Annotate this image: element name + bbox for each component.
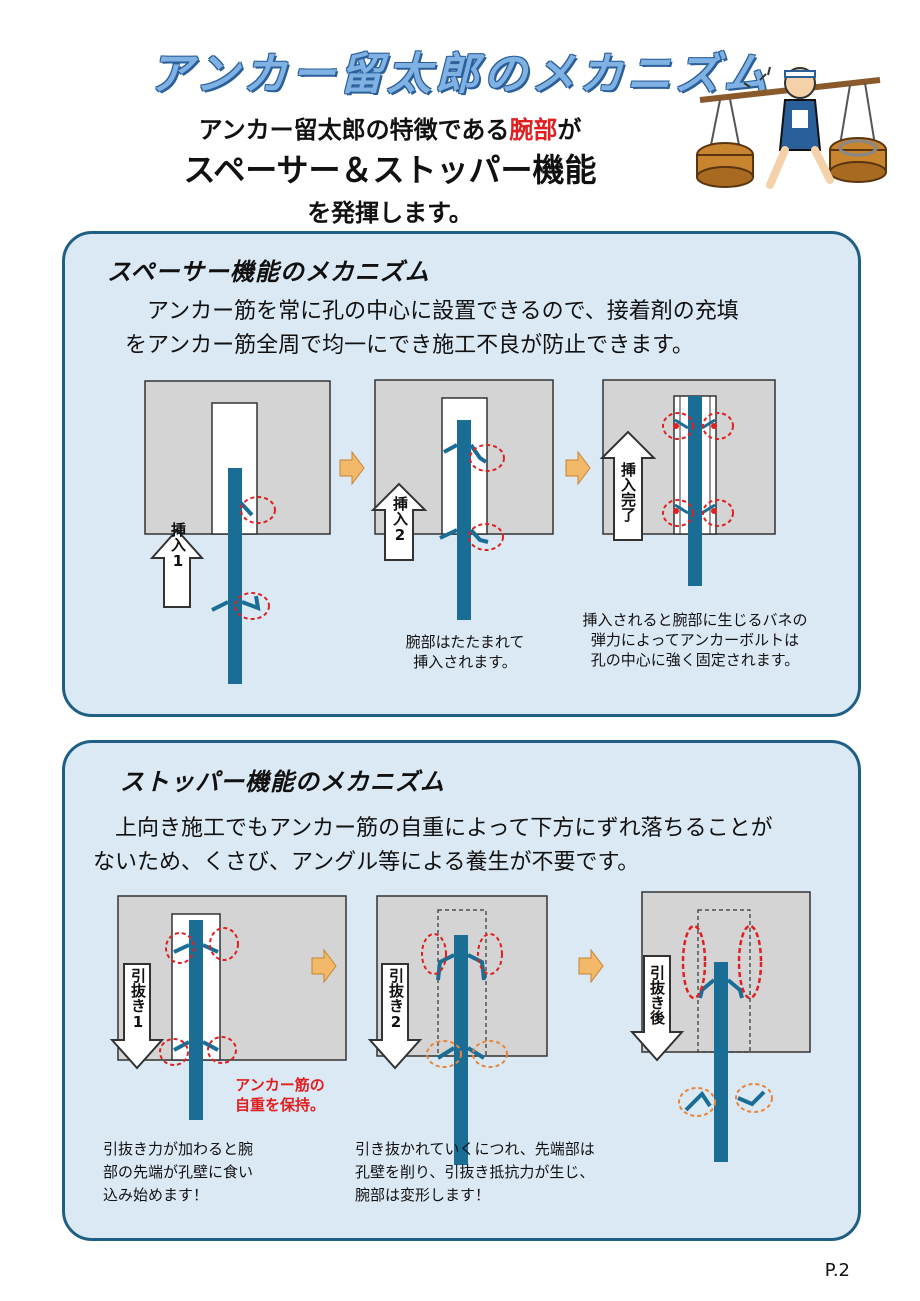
caption-line: 挿入されると腕部に生じるバネの	[582, 611, 808, 629]
page-title: アンカー留太郎のメカニズム	[148, 49, 772, 100]
spacer-desc-line-1: アンカー筋を常に孔の中心に設置できるので、接着剤の充填	[125, 299, 739, 324]
caption-line: 腕部は変形します！	[355, 1186, 491, 1204]
pull-2-label: 引抜き2	[387, 968, 405, 1031]
stopper-description: 上向き施工でもアンカー筋の自重によって下方にずれ落ちることが ないため、くさび、…	[93, 812, 773, 880]
insert-1-label: 挿入1	[169, 522, 187, 570]
note-line: アンカー筋の	[235, 1076, 325, 1094]
caption-line: 孔の中心に強く固定されます。	[590, 651, 800, 669]
stopper-step-1	[109, 895, 347, 1120]
subtitle-line-3: を発揮します。	[307, 199, 473, 227]
subtitle-line-2: スペーサー＆ストッパー機能	[183, 151, 597, 189]
spacer-diagram	[144, 379, 776, 684]
mascot-illustration	[696, 66, 887, 189]
caption-line: 引き抜かれていくにつれ、先端部は	[355, 1140, 595, 1158]
subtitle-line-1: アンカー留太郎の特徴である腕部が	[0, 110, 780, 145]
stopper-caption-2: 引き抜かれていくにつれ、先端部は 孔壁を削り、引抜き抵抗力が生じ、 腕部は変形し…	[355, 1138, 655, 1207]
spacer-description: アンカー筋を常に孔の中心に設置できるので、接着剤の充填 をアンカー筋全周で均一に…	[125, 295, 739, 363]
stopper-desc-line-2: ないため、くさび、アングル等による養生が不要です。	[93, 850, 640, 875]
spacer-step-2	[370, 379, 554, 620]
stopper-desc-line-1: 上向き施工でもアンカー筋の自重によって下方にずれ落ちることが	[93, 816, 773, 841]
subtitle-text: アンカー留太郎の特徴である	[198, 116, 510, 144]
caption-line: 込み始めます！	[103, 1186, 209, 1204]
stopper-step-2	[367, 895, 548, 1165]
caption-line: 弾力によってアンカーボルトは	[590, 631, 800, 649]
caption-line: 部の先端が孔壁に食い	[103, 1163, 254, 1181]
pull-1-label: 引抜き1	[129, 968, 147, 1031]
insert-2-label: 挿入2	[391, 496, 409, 544]
stopper-step-3	[629, 891, 811, 1162]
stopper-title: ストッパー機能のメカニズム	[120, 768, 445, 796]
step-arrow-icon	[339, 450, 365, 486]
step-arrow-icon	[311, 948, 337, 984]
subtitle-highlight: 腕部	[509, 116, 558, 144]
note-line: 自重を保持。	[234, 1096, 325, 1114]
caption-line: 腕部はたたまれて	[405, 633, 525, 651]
stopper-caption-1: 引抜き力が加わると腕 部の先端が孔壁に食い 込み始めます！	[103, 1138, 333, 1207]
pull-after-label: 引抜き後	[648, 965, 666, 1025]
page-number: P.2	[824, 1260, 850, 1281]
caption-line: 挿入されます。	[413, 653, 517, 671]
step-arrow-icon	[578, 948, 604, 984]
spacer-caption-2: 腕部はたたまれて 挿入されます。	[385, 632, 545, 672]
stopper-diagram	[109, 891, 811, 1165]
step-arrow-icon	[565, 450, 591, 486]
self-weight-note: アンカー筋の 自重を保持。	[215, 1075, 345, 1115]
spacer-step-1	[144, 380, 331, 684]
spacer-title: スペーサー機能のメカニズム	[107, 258, 430, 286]
spacer-caption-3: 挿入されると腕部に生じるバネの 弾力によってアンカーボルトは 孔の中心に強く固定…	[555, 610, 835, 670]
subtitle-text-end: が	[557, 116, 582, 144]
spacer-step-3	[599, 379, 776, 586]
caption-line: 引抜き力が加わると腕	[103, 1140, 254, 1158]
insert-complete-label: 挿入完了	[619, 462, 637, 522]
caption-line: 孔壁を削り、引抜き抵抗力が生じ、	[355, 1163, 595, 1181]
spacer-desc-line-2: をアンカー筋全周で均一にでき施工不良が防止できます。	[125, 333, 694, 358]
